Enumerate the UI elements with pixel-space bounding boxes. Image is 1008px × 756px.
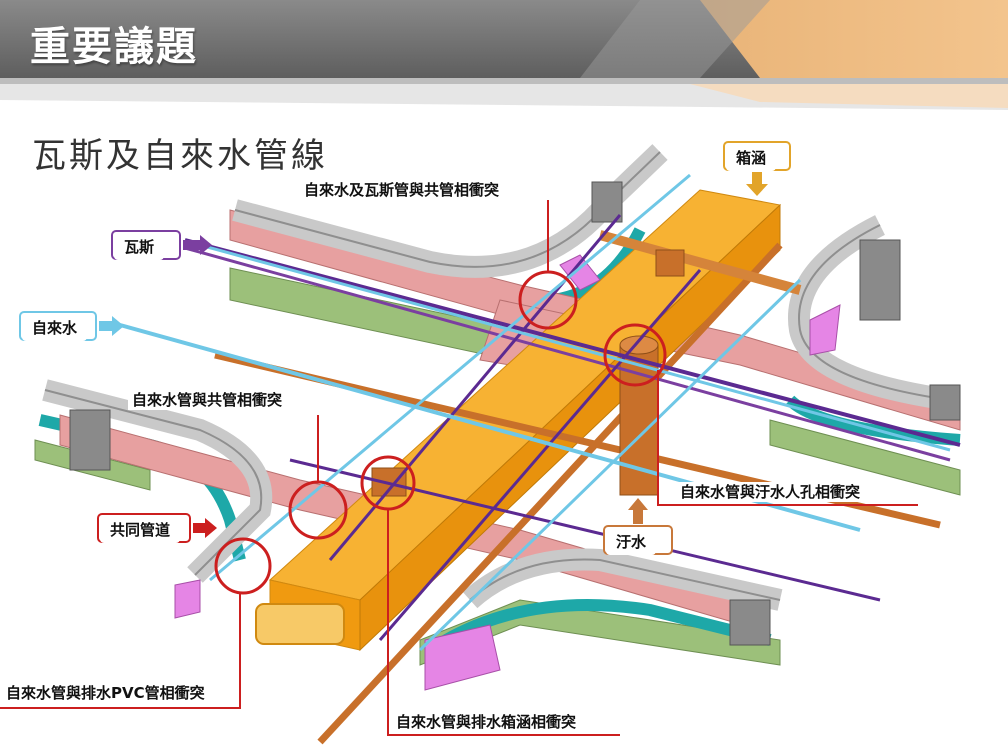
conflict-circle-2 [603, 323, 667, 387]
magenta-ramp-lower [424, 624, 501, 691]
callout-water-tunnel: 自來水管與共管相衝突 [128, 390, 287, 410]
callout-water-manhole: 自來水管與汙水人孔相衝突 [676, 482, 865, 502]
sewage-arrow [628, 498, 648, 524]
leader-line-2 [657, 370, 918, 506]
culvert-tag: 箱涵 [726, 144, 777, 171]
leader-line-4 [0, 593, 241, 709]
manhole-box-5 [929, 384, 961, 421]
callout-water-gas-tunnel: 自來水及瓦斯管與共管相衝突 [300, 180, 504, 200]
diagram-subtitle: 瓦斯及自來水管線 [32, 136, 328, 176]
conflict-circle-5 [214, 537, 272, 595]
gas-arrow [183, 235, 212, 255]
gas-pipe-diagonal-1 [328, 214, 622, 561]
gas-pipe-2 [184, 246, 951, 462]
green-slab-right [769, 419, 961, 496]
manhole-box-2 [859, 239, 901, 321]
sewage-pipe-diagonal [317, 242, 783, 745]
gas-pipe-1 [184, 238, 961, 447]
sewage-pipe-junction [655, 249, 685, 277]
manhole-box-1 [591, 181, 623, 223]
grey-duct-right-edge [798, 224, 951, 401]
header-banner [0, 0, 1008, 110]
sewage-tag: 汙水 [606, 528, 657, 555]
sewage-pipe-top [598, 230, 802, 295]
culvert-opening [255, 603, 345, 645]
water-pipe-diagonal-2 [418, 278, 802, 652]
magenta-ramp-upper [559, 254, 601, 291]
callout-water-pvc: 自來水管與排水PVC管相衝突 [2, 683, 209, 703]
utility-tunnel-tag: 共同管道 [100, 516, 181, 543]
culvert-arrow [746, 172, 768, 196]
gas-pipe-diagonal-2 [378, 269, 702, 641]
magenta-ramp-right [809, 304, 841, 356]
manhole-box-3 [69, 409, 111, 471]
page-title: 重要議題 [30, 24, 198, 70]
gas-tag: 瓦斯 [114, 233, 165, 260]
water-pipe-upper [199, 243, 951, 452]
water-tag: 自來水 [22, 314, 88, 341]
leader-line-5 [387, 509, 620, 736]
grey-duct-left-edge [44, 389, 263, 576]
utility-tunnel-arrow [193, 518, 217, 538]
callout-water-culvert: 自來水管與排水箱涵相衝突 [392, 712, 581, 732]
magenta-ramp-left [174, 579, 201, 619]
manhole-box-4 [729, 599, 771, 646]
water-arrow [99, 316, 124, 336]
gas-pipe-3 [289, 458, 881, 602]
